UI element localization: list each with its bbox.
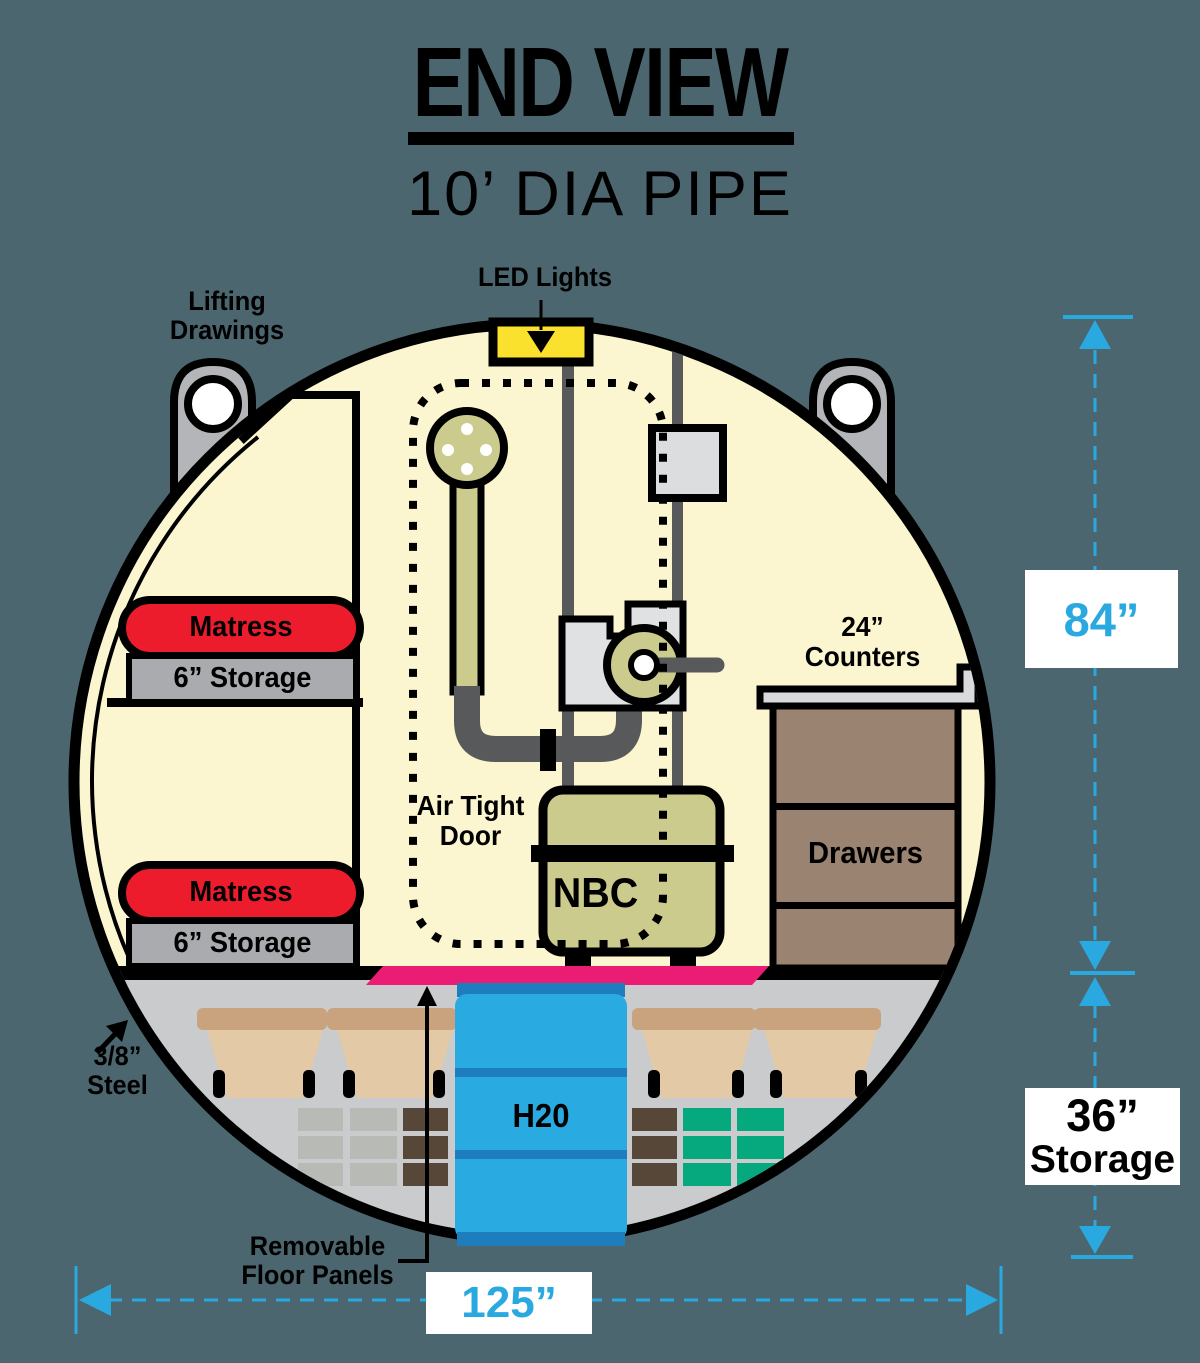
shower-head: [426, 407, 508, 489]
dimension-84-box: 84”: [1025, 570, 1178, 668]
led-light-fixture: [488, 300, 594, 367]
steel-arrow: [106, 1020, 128, 1042]
drawer-divider: [773, 803, 958, 810]
title-underline: [408, 132, 794, 145]
page-title: END VIEW: [412, 27, 789, 137]
dimension-125-box: 125”: [426, 1272, 592, 1334]
supply-blocks-left: [298, 1108, 448, 1186]
lug-hole-right: [823, 375, 881, 433]
mattress-upper-label: Matress: [189, 610, 293, 643]
drawers-label: Drawers: [807, 835, 924, 870]
nbc-strap: [531, 845, 734, 862]
led-arrow: [527, 331, 555, 353]
drawer-cabinet: [769, 702, 962, 972]
h2o-label: H20: [512, 1097, 570, 1134]
water-barrel: [455, 983, 627, 1246]
shower-stalk: [449, 448, 485, 696]
right-vent-pipe: [672, 344, 683, 790]
dimension-36-value: 36”: [1066, 1090, 1139, 1142]
floor-panel-leader: [398, 986, 437, 1263]
storage-bucket: [197, 1008, 327, 1098]
floor-panel-arrow: [417, 986, 437, 1006]
shower-nozzle: [461, 463, 473, 475]
storage-lower-label: 6” Storage: [173, 926, 312, 959]
counters-label: 24” Counters: [804, 611, 921, 672]
page-subtitle: 10’ DIA PIPE: [407, 159, 793, 229]
dimension-36-box: 36” Storage: [1025, 1088, 1180, 1185]
shower-nozzle: [461, 423, 473, 435]
electrical-box: [648, 424, 727, 502]
dimension-84-value: 84”: [1063, 592, 1140, 646]
fan-hub: [628, 649, 660, 681]
nbc-label: NBC: [552, 869, 639, 916]
nbc-tank: [538, 785, 725, 957]
storage-bucket: [632, 1008, 756, 1098]
lifting-drawings-label: Lifting Drawings: [169, 286, 285, 345]
mattress-lower-label: Matress: [189, 875, 293, 908]
removable-floor-panels-label: Removable Floor Panels: [241, 1231, 394, 1290]
dimension-36-word: Storage: [1029, 1137, 1176, 1181]
dimension-125-value: 125”: [461, 1278, 557, 1327]
dimension-36: [1071, 977, 1133, 1259]
inner-shell-line: [90, 435, 260, 974]
drawer-divider: [773, 902, 958, 909]
dimension-125: [74, 1266, 1003, 1334]
shower-nozzle: [480, 444, 492, 456]
shower-nozzle: [442, 444, 454, 456]
storage-bucket: [327, 1008, 457, 1098]
led-lights-label: LED Lights: [478, 262, 612, 292]
pipe-flange: [540, 729, 556, 771]
storage-upper-label: 6” Storage: [173, 662, 312, 695]
storage-bucket: [754, 1008, 881, 1098]
storage-lower: [126, 918, 359, 969]
steel-label: 3/8” Steel: [87, 1041, 148, 1100]
center-vent-pipe: [562, 348, 574, 792]
removable-floor-panel-strip: [366, 966, 769, 985]
air-tight-door-outline: [409, 379, 667, 948]
storage-upper: [126, 653, 359, 705]
steel-leader: [95, 1020, 128, 1055]
air-tight-door-label: Air Tight Door: [416, 790, 525, 851]
counter-top: [756, 663, 982, 710]
lug-hole-left: [184, 375, 242, 433]
